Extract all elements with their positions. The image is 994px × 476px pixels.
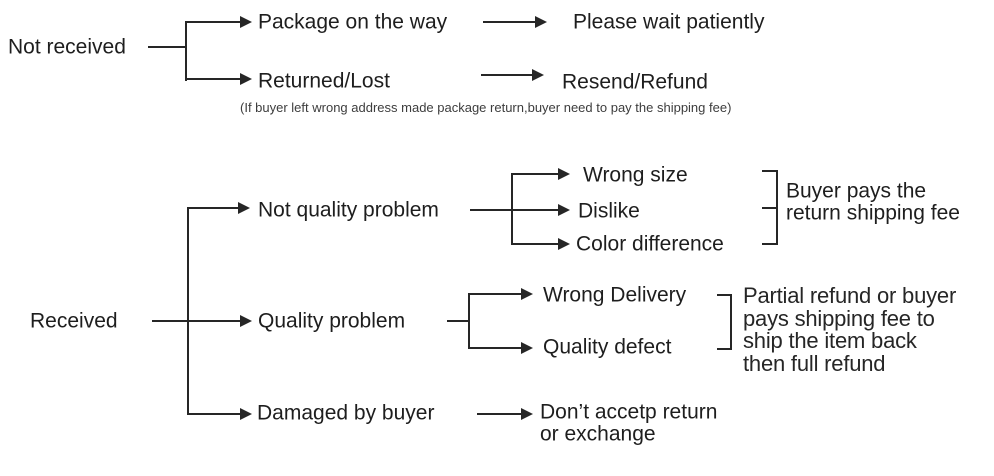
connector-line bbox=[470, 209, 558, 211]
arrowhead-icon bbox=[240, 16, 252, 28]
dont-accept-line2: or exchange bbox=[540, 422, 656, 446]
arrowhead-icon bbox=[558, 168, 570, 180]
bracket-line bbox=[730, 294, 732, 350]
partial-refund-line2: pays shipping fee to bbox=[743, 305, 935, 331]
arrowhead-icon bbox=[240, 315, 252, 327]
quality-problem-label: Quality problem bbox=[258, 309, 406, 333]
connector-line bbox=[187, 413, 240, 415]
connector-line bbox=[148, 46, 186, 48]
partial-refund-line4: then full refund bbox=[743, 350, 886, 376]
dont-accept-line1: Don’t accetp return bbox=[540, 400, 718, 424]
connector-line bbox=[481, 74, 532, 76]
please-wait-label: Please wait patiently bbox=[573, 10, 765, 34]
connector-line bbox=[187, 207, 238, 209]
arrowhead-icon bbox=[535, 16, 547, 28]
damaged-by-buyer-label: Damaged by buyer bbox=[257, 401, 435, 425]
connector-line bbox=[152, 320, 240, 322]
arrowhead-icon bbox=[558, 238, 570, 250]
not-received-label: Not received bbox=[8, 35, 126, 59]
connector-line bbox=[511, 173, 513, 245]
wrong-address-note: (If buyer left wrong address made packag… bbox=[240, 99, 732, 115]
buyer-pays-line1: Buyer pays the bbox=[786, 179, 927, 203]
quality-defect-label: Quality defect bbox=[543, 335, 672, 359]
connector-line bbox=[477, 413, 521, 415]
bracket-line bbox=[717, 348, 732, 350]
arrowhead-icon bbox=[240, 73, 252, 85]
connector-line bbox=[468, 293, 521, 295]
connector-line bbox=[483, 21, 535, 23]
bracket-line bbox=[717, 294, 732, 296]
wrong-delivery-label: Wrong Delivery bbox=[543, 283, 687, 307]
connector-line bbox=[511, 243, 558, 245]
connector-line bbox=[185, 21, 187, 81]
arrowhead-icon bbox=[532, 69, 544, 81]
partial-refund-line3: ship the item back bbox=[743, 327, 917, 353]
arrowhead-icon bbox=[521, 342, 533, 354]
arrowhead-icon bbox=[521, 408, 533, 420]
color-difference-label: Color difference bbox=[576, 232, 724, 256]
buyer-pays-line2: return shipping fee bbox=[786, 201, 960, 225]
bracket-line bbox=[762, 243, 778, 245]
arrowhead-icon bbox=[558, 204, 570, 216]
wrong-size-label: Wrong size bbox=[583, 163, 688, 187]
connector-line bbox=[447, 320, 469, 322]
arrowhead-icon bbox=[240, 408, 252, 420]
connector-line bbox=[187, 207, 189, 415]
connector-line bbox=[185, 21, 240, 23]
not-quality-problem-label: Not quality problem bbox=[258, 198, 439, 222]
bracket-line bbox=[762, 170, 778, 172]
returned-lost-label: Returned/Lost bbox=[258, 69, 390, 93]
package-on-the-way-label: Package on the way bbox=[258, 10, 448, 34]
arrowhead-icon bbox=[238, 202, 250, 214]
resend-refund-label: Resend/Refund bbox=[562, 70, 708, 94]
dislike-label: Dislike bbox=[578, 199, 640, 223]
connector-line bbox=[468, 347, 521, 349]
bracket-line bbox=[762, 207, 778, 209]
arrowhead-icon bbox=[521, 288, 533, 300]
connector-line bbox=[511, 173, 558, 175]
received-label: Received bbox=[30, 309, 118, 333]
partial-refund-line1: Partial refund or buyer bbox=[743, 282, 957, 308]
connector-line bbox=[468, 293, 470, 349]
connector-line bbox=[185, 78, 240, 80]
